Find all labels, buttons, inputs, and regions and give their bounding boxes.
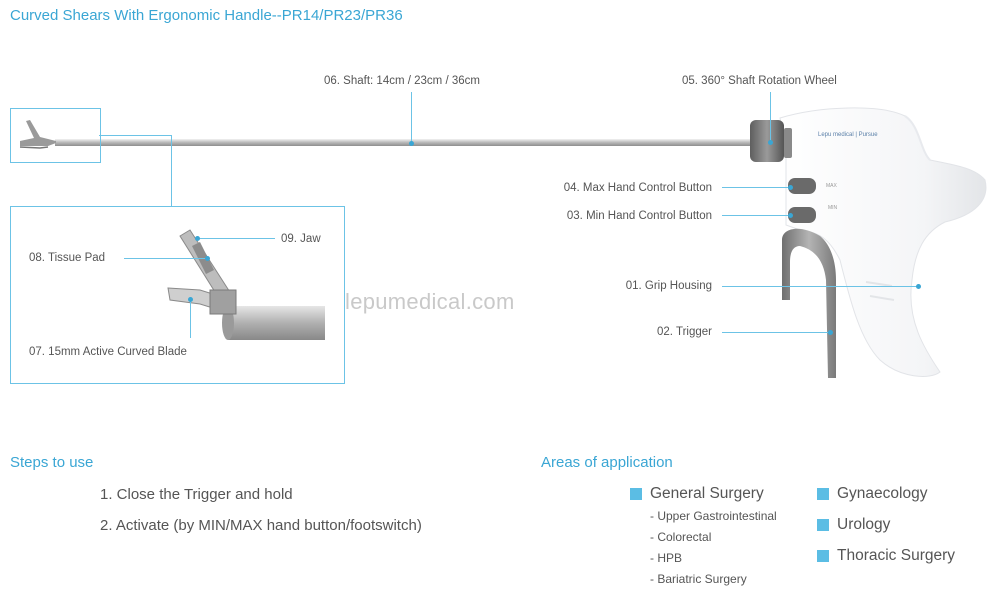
min-button-shape — [788, 207, 816, 223]
area-general-surgery: General Surgery — [630, 485, 764, 503]
area-subitem: - Bariatric Surgery — [650, 572, 747, 586]
rotation-wheel — [750, 120, 784, 162]
rotation-wheel-dot — [768, 140, 773, 145]
max-button-dot — [788, 185, 793, 190]
jaw-leader — [197, 238, 275, 239]
min-button-label: 03. Min Hand Control Button — [566, 210, 712, 222]
area-subitem: - Upper Gastrointestinal — [650, 509, 777, 523]
bullet-square-icon — [817, 550, 829, 562]
shaft-label: 06. Shaft: 14cm / 23cm / 36cm — [324, 75, 480, 87]
blade-leader — [190, 300, 191, 338]
max-button-leader — [722, 187, 790, 188]
grip-housing-label: 01. Grip Housing — [625, 280, 712, 292]
grip-housing-dot — [916, 284, 921, 289]
shaft — [55, 139, 755, 146]
area-subitem: - Colorectal — [650, 530, 712, 544]
rotation-wheel-label: 05. 360° Shaft Rotation Wheel — [682, 75, 837, 87]
rotation-wheel-leader — [770, 92, 771, 142]
brand-mark: Lepu medical | Pursue — [818, 132, 878, 138]
bullet-square-icon — [630, 488, 642, 500]
trigger-label: 02. Trigger — [657, 326, 712, 338]
max-button-shape — [788, 178, 816, 194]
bullet-square-icon — [817, 519, 829, 531]
area-gynaecology: Gynaecology — [817, 485, 927, 503]
bullet-square-icon — [817, 488, 829, 500]
jaw-label: 09. Jaw — [281, 233, 321, 245]
step-item: 2. Activate (by MIN/MAX hand button/foot… — [100, 517, 422, 534]
page-title: Curved Shears With Ergonomic Handle--PR1… — [10, 7, 403, 24]
max-button-label: 04. Max Hand Control Button — [563, 182, 712, 194]
grip-housing-leader — [722, 286, 918, 287]
tissue-pad-label: 08. Tissue Pad — [29, 252, 106, 264]
min-button-dot — [788, 213, 793, 218]
connector-line — [99, 135, 171, 136]
area-subitem: - HPB — [650, 551, 683, 565]
blade-dot — [188, 297, 193, 302]
area-thoracic-surgery: Thoracic Surgery — [817, 547, 955, 565]
trigger-dot — [828, 330, 833, 335]
jaw-dot — [195, 236, 200, 241]
areas-heading: Areas of application — [541, 454, 673, 471]
blade-label: 07. 15mm Active Curved Blade — [29, 346, 187, 358]
tissue-pad-dot — [205, 256, 210, 261]
step-item: 1. Close the Trigger and hold — [100, 486, 293, 503]
min-button-leader — [722, 215, 790, 216]
area-urology: Urology — [817, 516, 890, 534]
tip-thumbnail-box — [10, 108, 101, 163]
shaft-dot — [409, 141, 414, 146]
trigger-leader — [722, 332, 830, 333]
min-mark: MIN — [828, 205, 838, 211]
watermark: lepumedical.com — [345, 289, 515, 314]
steps-heading: Steps to use — [10, 454, 94, 471]
trigger-shape — [782, 228, 836, 378]
max-mark: MAX — [826, 183, 837, 189]
shaft-leader — [411, 92, 412, 142]
tip-detail-box — [10, 206, 345, 384]
tissue-pad-leader — [124, 258, 207, 259]
connector-line — [171, 135, 172, 206]
